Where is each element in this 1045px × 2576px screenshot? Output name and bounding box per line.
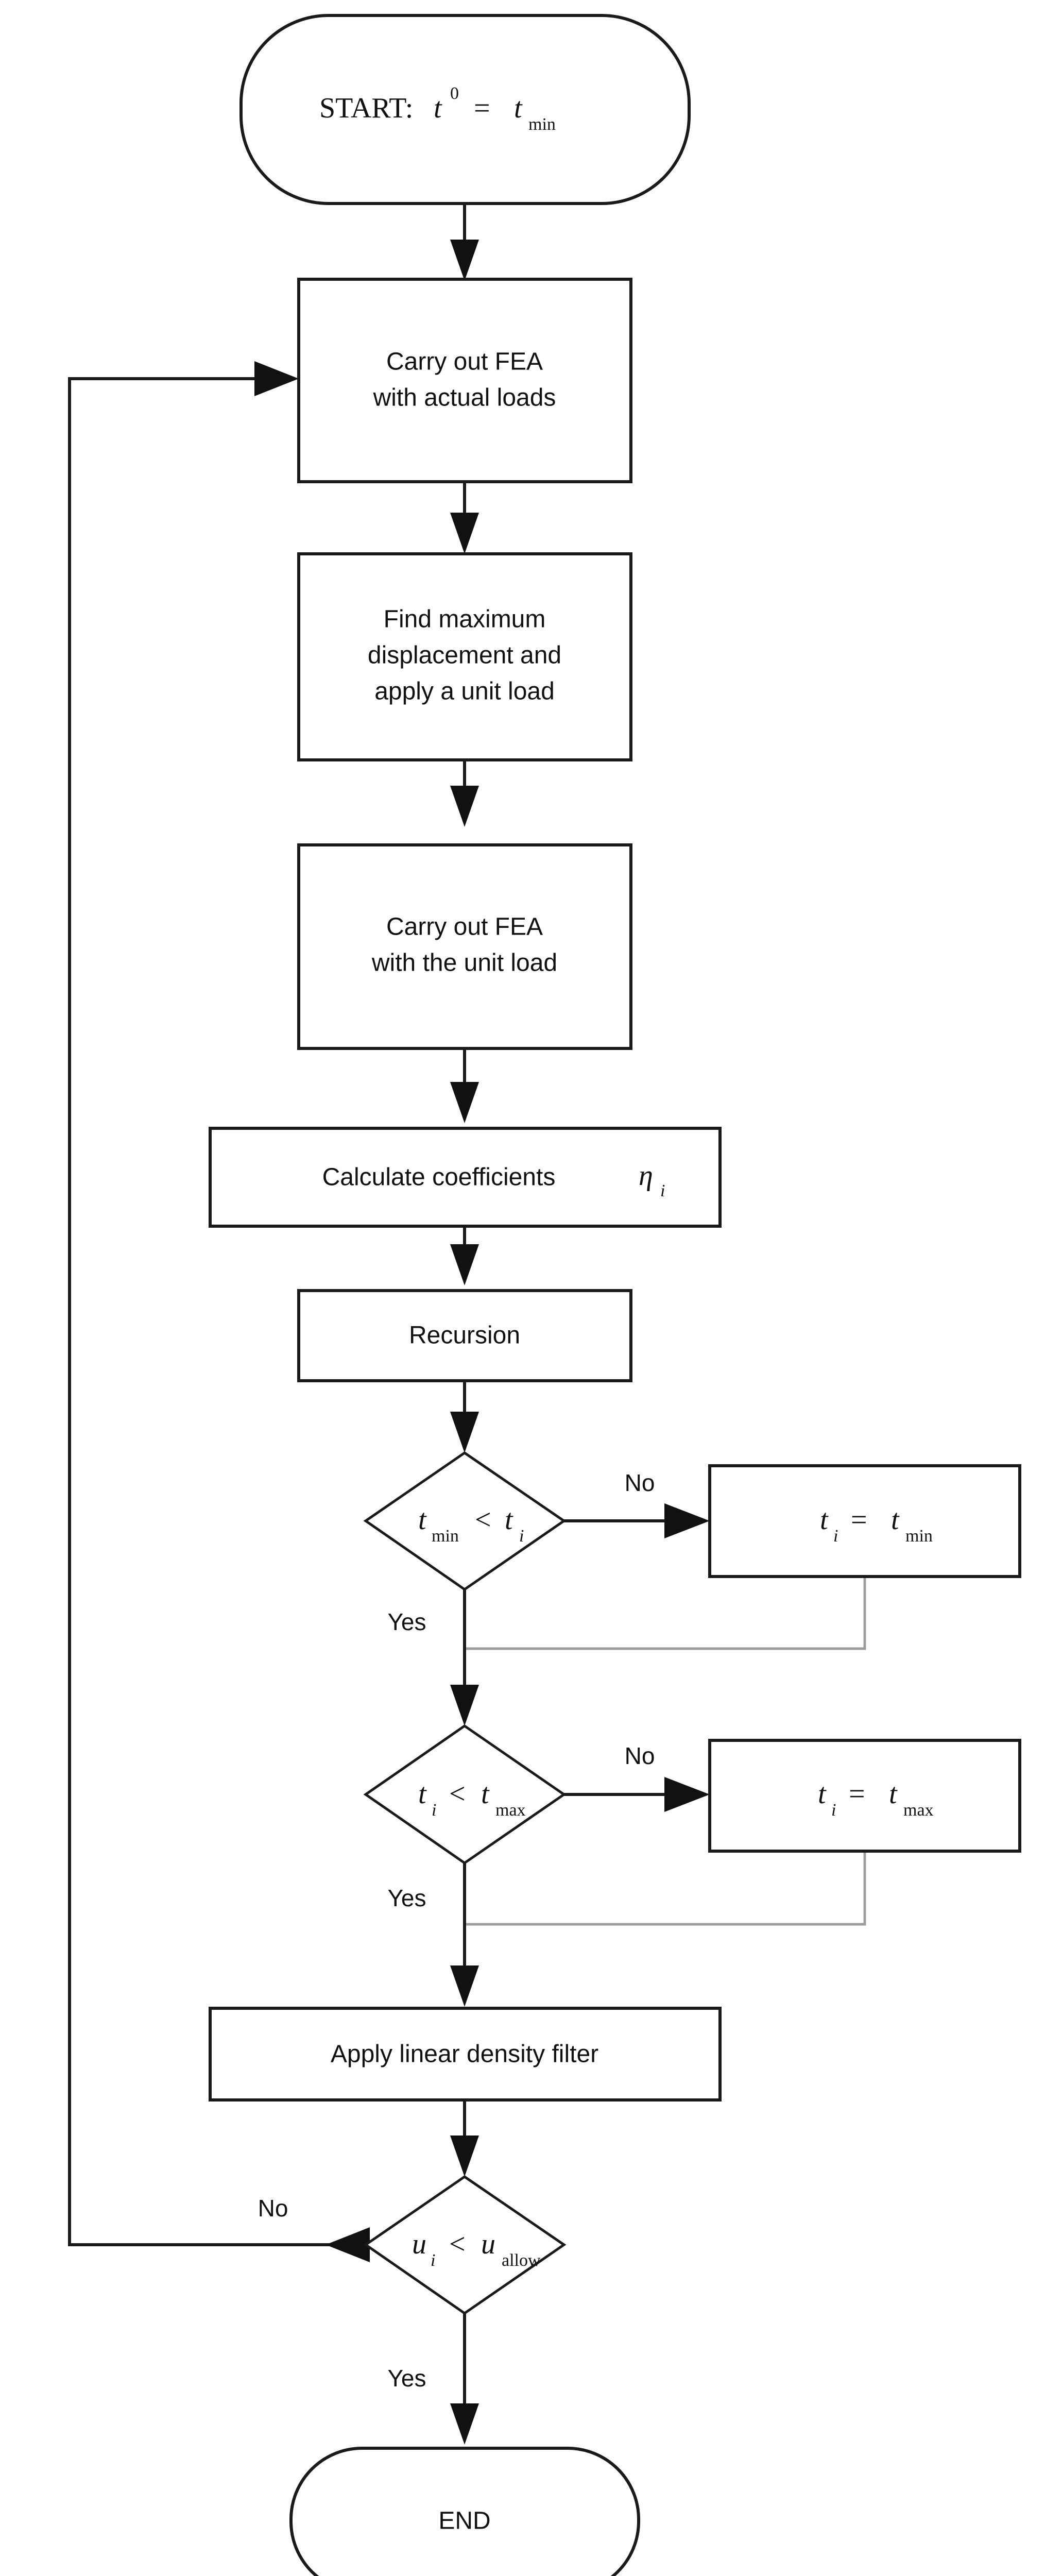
start-node-label: START: t 0 = t min	[319, 84, 556, 134]
set-tmin-equals: =	[851, 1504, 867, 1536]
edge-calc-coeff-to-recursion	[450, 1226, 479, 1285]
set-tmin-lhs-t: t	[820, 1504, 829, 1536]
process-calculate-coefficients[interactable]: Calculate coefficients η i	[209, 1127, 722, 1228]
decision-2-lhs-t: t	[418, 1778, 427, 1810]
set-tmax-label: t i = t max	[818, 1778, 934, 1820]
label-yes-2: Yes	[387, 1885, 426, 1911]
process-fea-actual-line-2: with actual loads	[373, 384, 556, 412]
label-yes-3: Yes	[387, 2365, 426, 2392]
process-fea-unit-line-1: Carry out FEA	[386, 913, 543, 941]
decision-1-rhs-sub-i: i	[519, 1527, 524, 1546]
decision-tmin-lt-ti[interactable]: t min < t i	[363, 1451, 567, 1591]
set-tmax-lhs-sub-i: i	[831, 1801, 836, 1820]
process-apply-linear-density-filter[interactable]: Apply linear density filter	[209, 2007, 722, 2102]
set-tmax-rhs-sub-max: max	[903, 1801, 934, 1820]
process-calc-coeff-subscript-i: i	[660, 1181, 665, 1200]
decision-1-lhs-sub-min: min	[432, 1527, 459, 1546]
edge-density-filter-to-decision-disp	[450, 2099, 479, 2177]
start-node[interactable]: START: t 0 = t min	[239, 14, 691, 205]
edge-return-from-set-tmax	[465, 1851, 866, 1926]
decision-3-rhs-sub-allow: allow	[502, 2251, 541, 2270]
decision-2-rhs-t: t	[481, 1778, 490, 1810]
decision-1-lhs-t: t	[418, 1504, 427, 1536]
decision-tmax-label: t i < t max	[418, 1778, 526, 1820]
process-carry-out-fea-unit-load[interactable]: Carry out FEA with the unit load	[297, 843, 632, 1050]
process-carry-out-fea-actual-loads[interactable]: Carry out FEA with actual loads	[297, 278, 632, 483]
edge-start-to-fea-actual	[450, 204, 479, 281]
label-yes-1: Yes	[387, 1608, 426, 1635]
edge-recursion-to-decision-tmin	[450, 1381, 479, 1453]
process-set-ti-equals-tmin[interactable]: t i = t min	[708, 1464, 1021, 1578]
decision-3-lhs-sub-i: i	[431, 2251, 435, 2270]
decision-ui-lt-uallow[interactable]: u i < u allow	[363, 2175, 567, 2315]
end-node-label: END	[438, 2507, 490, 2535]
edge-decision-tmin-no	[564, 1503, 710, 1538]
set-tmin-rhs-t: t	[891, 1504, 900, 1536]
process-recursion-label: Recursion	[409, 1322, 520, 1349]
decision-2-operator: <	[449, 1778, 466, 1810]
edge-fea-actual-to-find-max	[450, 482, 479, 554]
process-find-max-displacement[interactable]: Find maximum displacement and apply a un…	[297, 552, 632, 761]
decision-ti-lt-tmax[interactable]: t i < t max	[363, 1724, 567, 1865]
decision-2-rhs-sub-max: max	[495, 1801, 526, 1820]
edge-decision-disp-no-feedback-loop	[68, 361, 370, 2262]
set-tmin-rhs-sub-min: min	[905, 1527, 933, 1546]
process-find-max-line-3: apply a unit load	[374, 678, 555, 705]
decision-3-rhs-u: u	[481, 2228, 495, 2260]
decision-1-operator: <	[475, 1504, 491, 1536]
set-tmin-lhs-sub-i: i	[833, 1527, 838, 1546]
edge-decision-tmax-yes	[450, 1863, 479, 2007]
process-fea-actual-line-1: Carry out FEA	[386, 348, 543, 376]
edge-decision-disp-yes-to-end	[450, 2313, 479, 2445]
decision-2-lhs-sub-i: i	[432, 1801, 436, 1820]
set-tmax-equals: =	[849, 1778, 865, 1810]
decision-disp-label: u i < u allow	[412, 2228, 541, 2270]
label-no-2: No	[625, 1742, 655, 1769]
start-prefix: START:	[319, 92, 413, 124]
decision-1-rhs-t: t	[505, 1504, 513, 1536]
decision-3-lhs-u: u	[412, 2228, 426, 2260]
process-recursion[interactable]: Recursion	[297, 1289, 632, 1382]
edge-decision-tmin-yes	[450, 1589, 479, 1726]
start-superscript-zero: 0	[450, 84, 459, 103]
label-no-3: No	[258, 2195, 288, 2222]
decision-3-operator: <	[449, 2228, 466, 2260]
start-var-t: t	[434, 92, 442, 124]
start-var-t2: t	[514, 92, 523, 124]
decision-tmin-label: t min < t i	[418, 1504, 524, 1546]
edge-find-max-to-fea-unit	[450, 760, 479, 827]
label-no-1: No	[625, 1469, 655, 1496]
process-fea-unit-line-2: with the unit load	[371, 950, 557, 977]
edge-fea-unit-to-calc-coeff	[450, 1048, 479, 1123]
set-tmax-lhs-t: t	[818, 1778, 827, 1810]
end-node[interactable]: END	[289, 2447, 640, 2576]
process-calc-coeff-eta: η	[639, 1160, 653, 1192]
edge-return-from-set-tmin	[465, 1578, 866, 1650]
start-equals: =	[474, 92, 490, 124]
edge-decision-tmax-no	[564, 1777, 710, 1812]
start-subscript-min: min	[528, 115, 556, 134]
process-find-max-line-2: displacement and	[368, 642, 561, 669]
process-set-ti-equals-tmax[interactable]: t i = t max	[708, 1739, 1021, 1853]
process-calc-coeff-label: Calculate coefficients	[322, 1164, 556, 1191]
process-find-max-line-1: Find maximum	[384, 606, 546, 633]
set-tmin-label: t i = t min	[820, 1504, 933, 1546]
process-density-filter-label: Apply linear density filter	[331, 2041, 598, 2068]
set-tmax-rhs-t: t	[889, 1778, 898, 1810]
